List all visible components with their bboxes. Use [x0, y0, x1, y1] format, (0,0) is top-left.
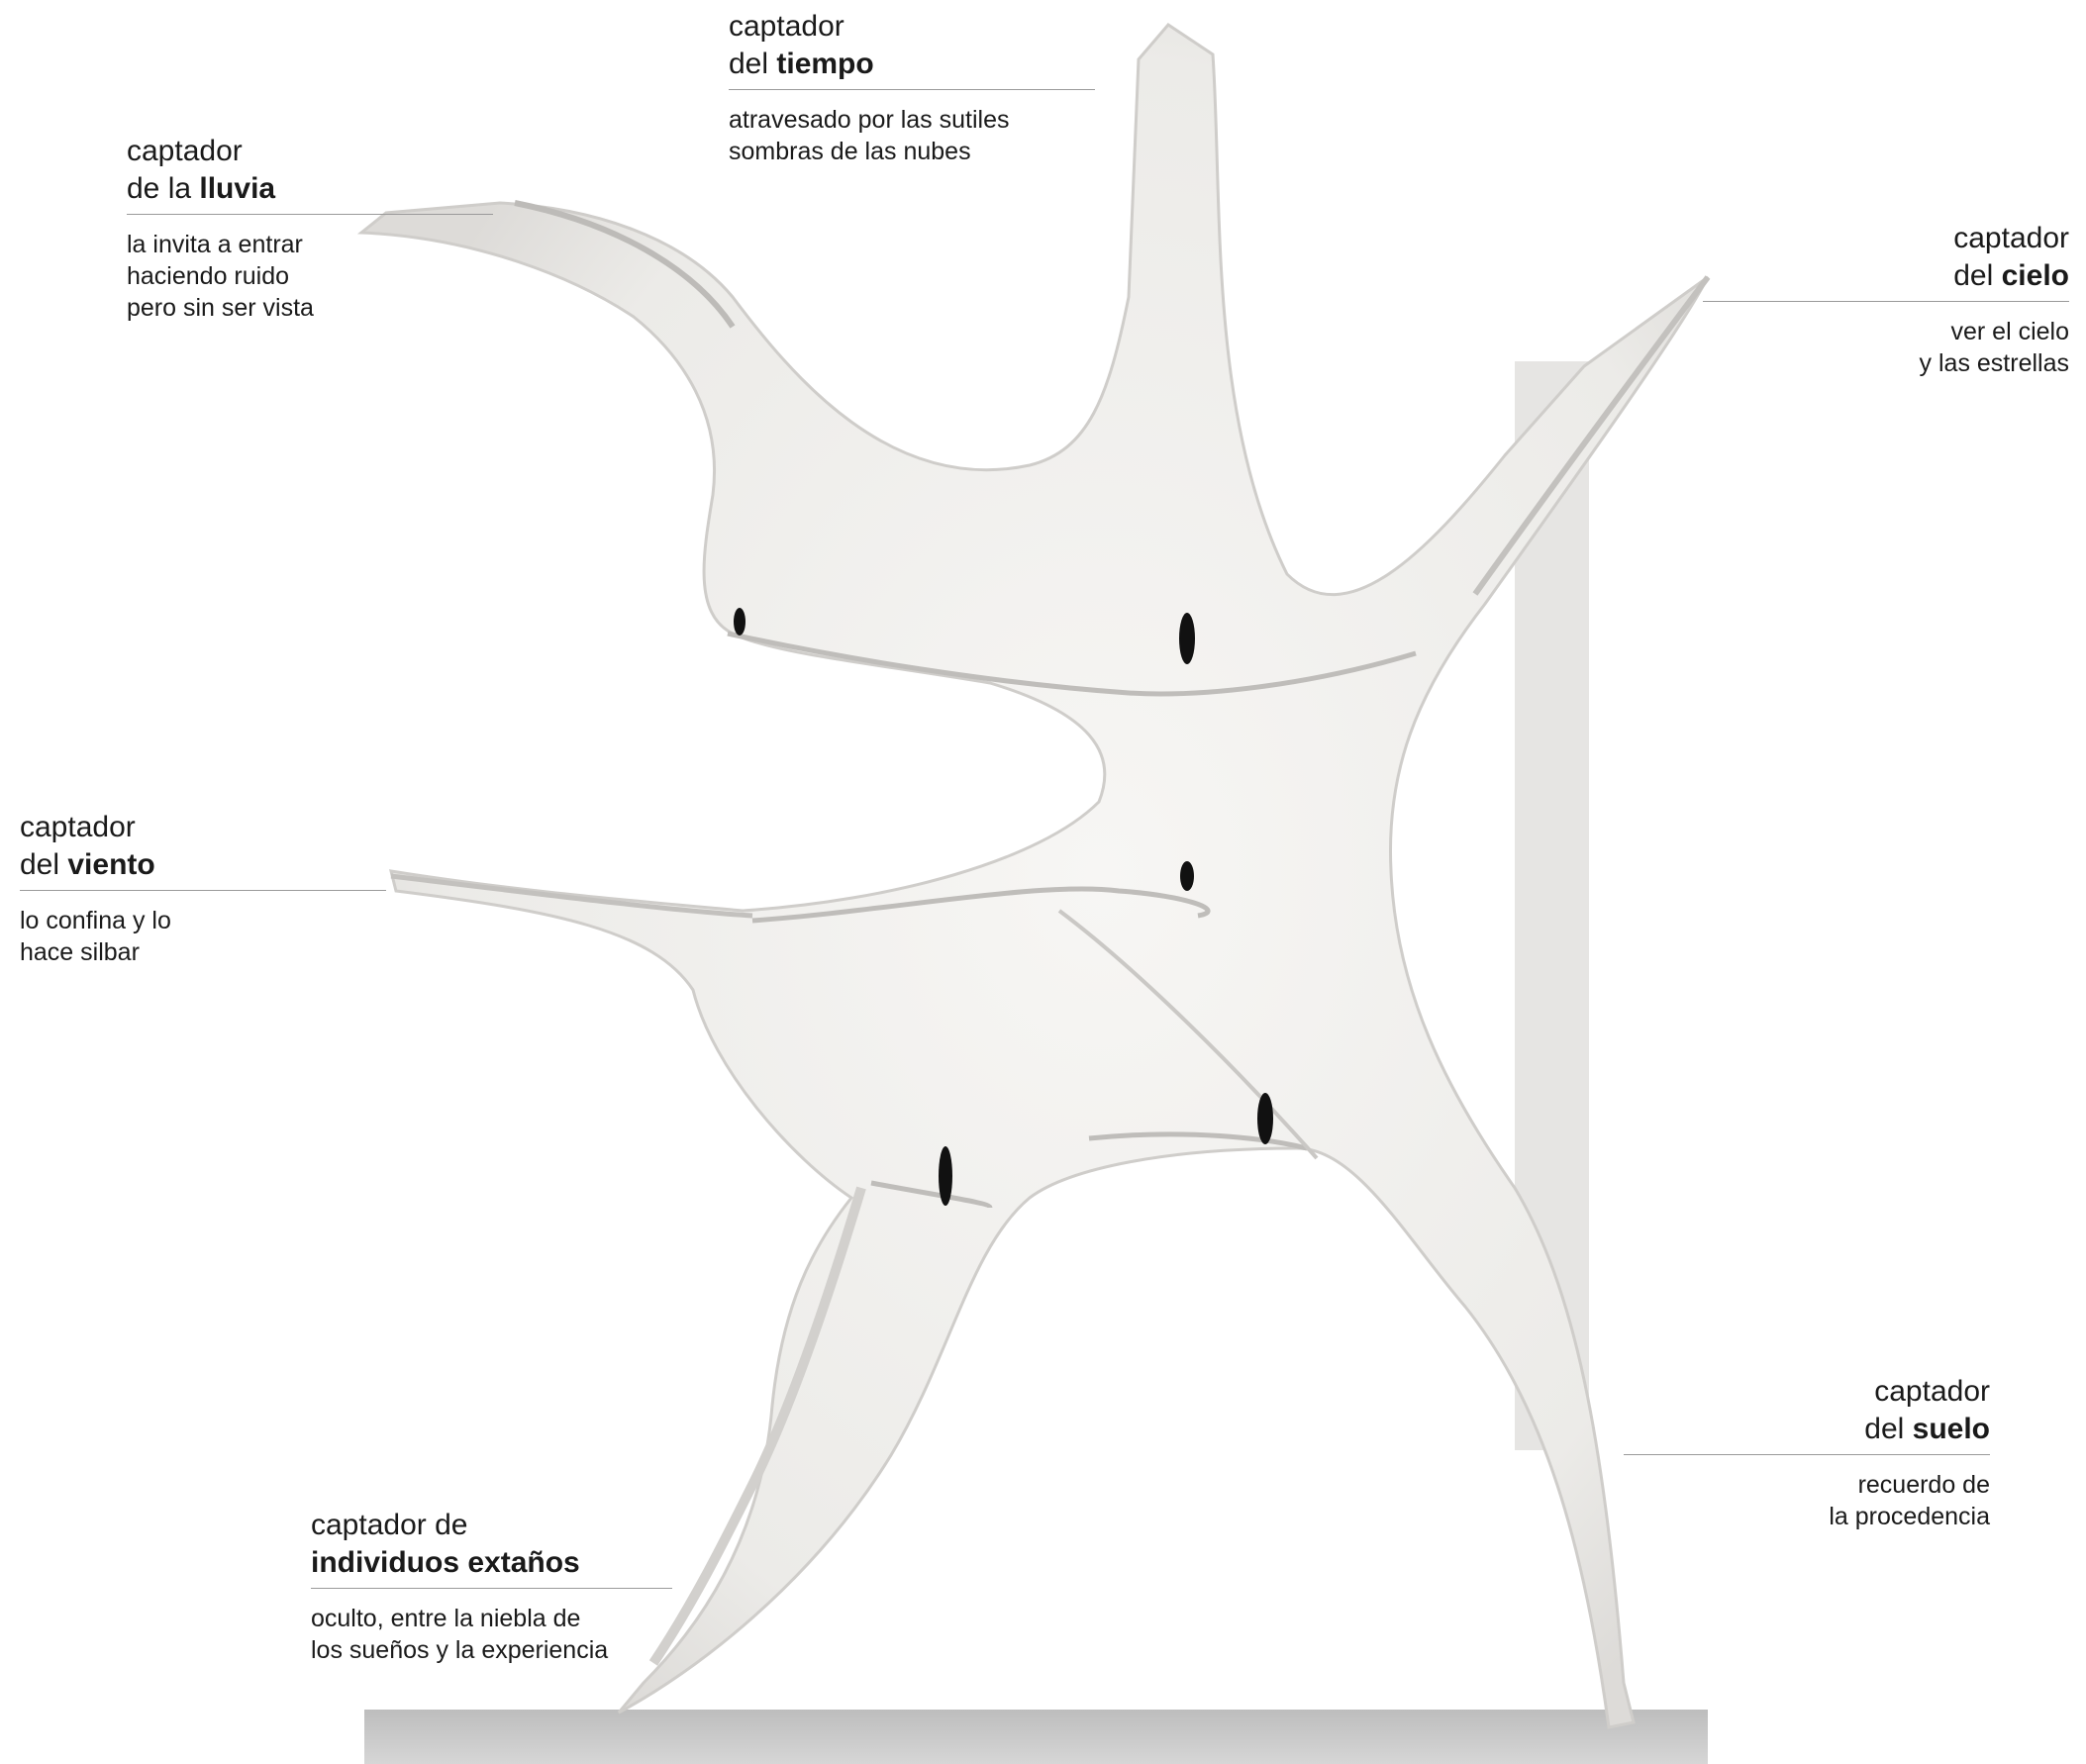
label-title-line1: captador de: [311, 1507, 672, 1544]
sculpture-body: [361, 25, 1708, 1727]
human-figure: [734, 608, 745, 636]
label-tiempo: captador del tiempo atravesado por las s…: [729, 8, 1095, 167]
label-viento: captador del viento lo confina y lo hace…: [20, 809, 386, 968]
label-cielo: captador del cielo ver el cielo y las es…: [1703, 220, 2069, 379]
label-title-line2: del tiempo: [729, 46, 1095, 83]
label-divider: [20, 890, 386, 891]
label-divider: [127, 214, 493, 215]
label-suelo: captador del suelo recuerdo de la proced…: [1624, 1373, 1990, 1532]
label-divider: [311, 1588, 672, 1589]
base-slab: [364, 1710, 1708, 1764]
label-title-line2: del cielo: [1703, 257, 2069, 295]
label-description: lo confina y lo hace silbar: [20, 905, 386, 968]
label-individuos: captador de individuos extaños oculto, e…: [311, 1507, 672, 1666]
label-title-line2: del viento: [20, 846, 386, 884]
human-figure: [1180, 861, 1194, 891]
label-title-line2: del suelo: [1624, 1411, 1990, 1448]
label-divider: [729, 89, 1095, 90]
label-lluvia: captador de la lluvia la invita a entrar…: [127, 133, 493, 324]
human-figure: [1179, 613, 1195, 664]
label-title-line1: captador: [127, 133, 493, 170]
label-description: ver el cielo y las estrellas: [1703, 316, 2069, 379]
label-description: recuerdo de la procedencia: [1624, 1469, 1990, 1532]
label-divider: [1703, 301, 2069, 302]
label-title-line1: captador: [1703, 220, 2069, 257]
human-figure: [939, 1146, 952, 1206]
fold-edge-right-arm: [1475, 277, 1708, 594]
label-title-line1: captador: [1624, 1373, 1990, 1411]
label-description: atravesado por las sutiles sombras de la…: [729, 104, 1095, 167]
label-description: la invita a entrar haciendo ruido pero s…: [127, 229, 493, 324]
label-divider: [1624, 1454, 1990, 1455]
label-title-line2: de la lluvia: [127, 170, 493, 208]
label-description: oculto, entre la niebla de los sueños y …: [311, 1603, 672, 1666]
label-title-line2: individuos extaños: [311, 1544, 672, 1582]
label-title-line1: captador: [20, 809, 386, 846]
label-title-line1: captador: [729, 8, 1095, 46]
human-figure: [1257, 1093, 1273, 1144]
